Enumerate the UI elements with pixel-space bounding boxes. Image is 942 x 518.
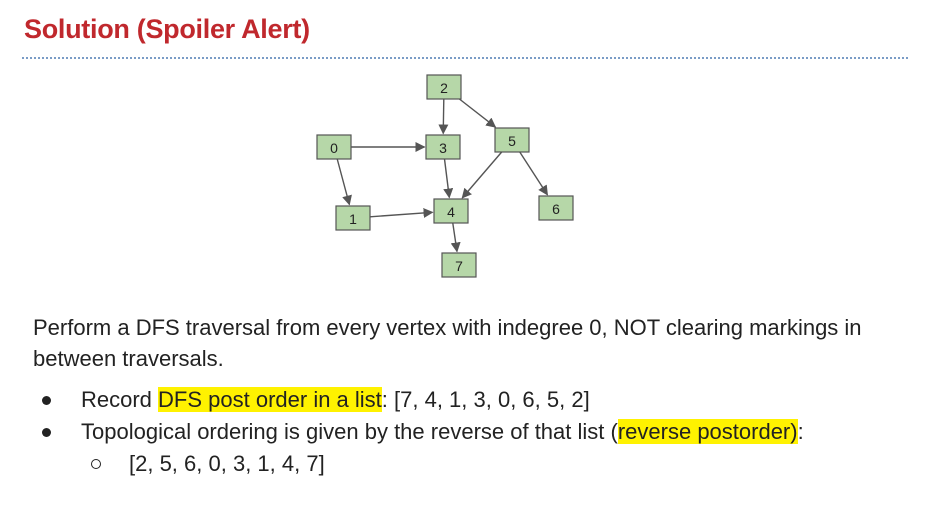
hollow-circle-bullet-icon [91, 459, 101, 469]
instruction-paragraph: Perform a DFS traversal from every verte… [33, 315, 862, 371]
title-divider [22, 57, 908, 59]
edge-3-to-4 [443, 158, 454, 199]
graph-node-box [538, 195, 574, 221]
graph-node-label: 6 [552, 201, 560, 217]
bullet-item-topological: Topological ordering is given by the rev… [33, 416, 923, 448]
graph-node-box [426, 74, 462, 100]
bullet-list: Record DFS post order in a list: [7, 4, … [33, 384, 923, 480]
slide-title: Solution (Spoiler Alert) [24, 14, 310, 44]
sub-bullet-item-ordering: [2, 5, 6, 0, 3, 1, 4, 7] [33, 448, 923, 480]
graph-node-box [441, 252, 477, 278]
graph-node-label: 0 [330, 140, 338, 156]
bullet-2-prefix: Topological ordering is given by the rev… [81, 419, 618, 444]
bullet-item-postorder: Record DFS post order in a list: [7, 4, … [33, 384, 923, 416]
graph-node-label: 2 [440, 80, 448, 96]
graph-node-2: 2 [426, 74, 462, 100]
graph-node-box [494, 127, 530, 153]
edge-5-to-6 [519, 151, 549, 196]
bullet-dot-icon [42, 428, 51, 437]
bullet-2-suffix: : [797, 419, 804, 444]
bullet-2-highlight: reverse postorder) [617, 419, 798, 444]
graph-node-label: 1 [349, 211, 357, 227]
graph-node-4: 4 [433, 198, 469, 224]
graph-node-5: 5 [494, 127, 530, 153]
edges-layer [336, 98, 549, 253]
sub-bullet-1-text: [2, 5, 6, 0, 3, 1, 4, 7] [129, 451, 325, 476]
bullet-1-suffix: : [7, 4, 1, 3, 0, 6, 5, 2] [381, 387, 590, 412]
edge-5-to-4 [461, 151, 503, 199]
graph-node-box [316, 134, 352, 160]
graph-node-box [335, 205, 371, 231]
edge-2-to-3 [438, 98, 449, 135]
graph-node-3: 3 [425, 134, 461, 160]
graph-node-box [425, 134, 461, 160]
edge-1-to-4 [369, 207, 434, 218]
graph-node-label: 3 [439, 140, 447, 156]
bullet-dot-icon [42, 396, 51, 405]
graph-node-7: 7 [441, 252, 477, 278]
edge-0-to-1 [336, 158, 352, 206]
edge-2-to-5 [458, 98, 497, 128]
nodes-layer: 0 1 2 3 4 5 6 7 [316, 74, 574, 278]
graph-node-label: 5 [508, 133, 516, 149]
dag-diagram: 0 1 2 3 4 5 6 7 [316, 74, 574, 278]
bullet-1-highlight: DFS post order in a list [158, 387, 382, 412]
edge-4-to-7 [450, 222, 461, 253]
graph-node-label: 7 [455, 258, 463, 274]
graph-node-6: 6 [538, 195, 574, 221]
graph-node-label: 4 [447, 204, 455, 220]
graph-node-0: 0 [316, 134, 352, 160]
bullet-1-prefix: Record [81, 387, 159, 412]
graph-node-box [433, 198, 469, 224]
graph-node-1: 1 [335, 205, 371, 231]
